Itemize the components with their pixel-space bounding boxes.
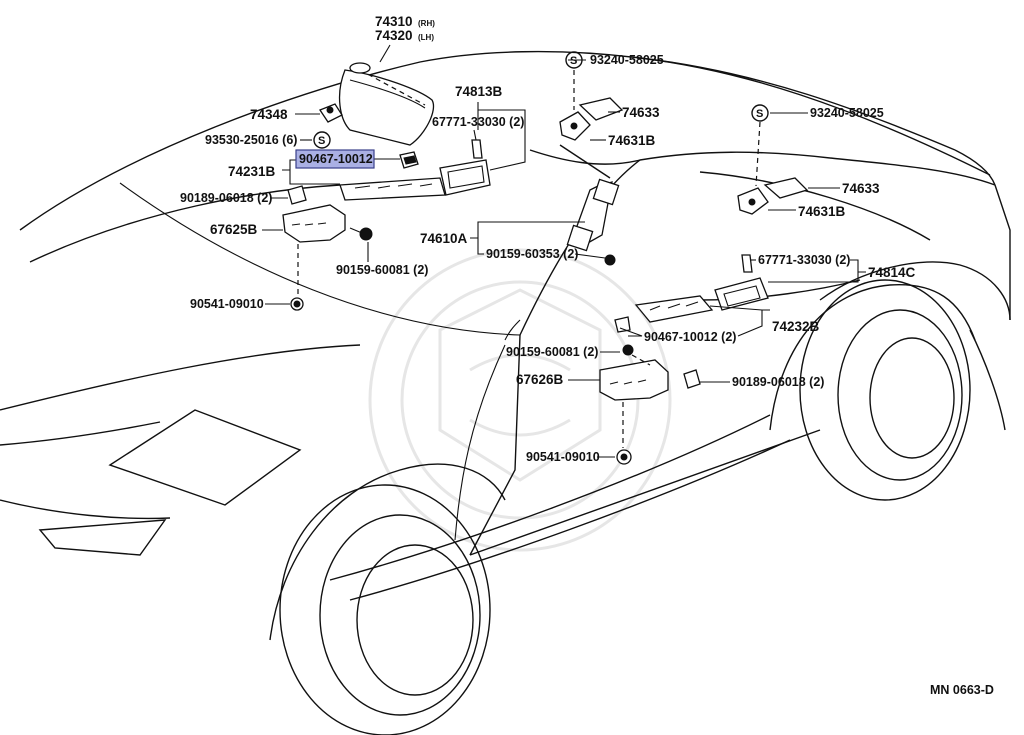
label-90541-09010-left[interactable]: 90541-09010: [190, 297, 264, 311]
visor-holder-74348[interactable]: [319, 103, 343, 123]
label-90159-60081-left[interactable]: 90159-60081 (2): [336, 263, 428, 277]
label-74320-side: (LH): [418, 33, 434, 42]
car-body: [0, 50, 1011, 735]
s-symbol-text: S: [318, 135, 325, 147]
map-lamp-74813B[interactable]: [439, 139, 491, 196]
s-symbol-text: S: [570, 55, 577, 67]
console-trim-74231B[interactable]: [339, 177, 446, 201]
label-74232B[interactable]: 74232B: [772, 319, 820, 334]
screw-90159-60081-right[interactable]: [622, 344, 634, 356]
guide-right-screw: [631, 354, 651, 366]
label-74631B-right[interactable]: 74631B: [798, 204, 846, 219]
label-74310-side: (RH): [418, 19, 435, 28]
label-74320[interactable]: 74320: [375, 28, 413, 43]
label-74813B[interactable]: 74813B: [455, 84, 503, 99]
highlight-box: [295, 149, 375, 169]
clip-90467-10012-right[interactable]: [614, 316, 631, 333]
label-93530-25016[interactable]: 93530-25016 (6): [205, 133, 297, 147]
label-74814C[interactable]: 74814C: [868, 265, 916, 280]
sun-visor-74310[interactable]: [338, 62, 435, 146]
label-90159-60353[interactable]: 90159-60353 (2): [486, 247, 578, 261]
leader-lines: [262, 44, 866, 458]
label-74231B[interactable]: 74231B: [228, 164, 276, 179]
s-symbol-left: S: [318, 135, 325, 147]
label-90189-06018-right[interactable]: 90189-06018 (2): [732, 375, 824, 389]
clip-90541-09010-left[interactable]: [290, 297, 304, 311]
screw-93530-s: [313, 131, 331, 149]
label-74348[interactable]: 74348: [250, 107, 288, 122]
assist-grip-74610A[interactable]: [566, 178, 620, 252]
label-67771-33030-left[interactable]: 67771-33030 (2): [432, 115, 524, 129]
part-labels: 74310 (RH) 74320 (LH) 74348 93530-25016 …: [180, 14, 994, 697]
label-67626B[interactable]: 67626B: [516, 372, 564, 387]
s-symbol-right: S: [751, 104, 769, 122]
s-symbol-text: S: [756, 108, 763, 120]
hook-74631B-upper[interactable]: [559, 111, 591, 141]
clip-90541-09010-right[interactable]: [616, 449, 632, 465]
console-trim-74232B[interactable]: [634, 295, 714, 323]
bracket-67626B[interactable]: [599, 359, 701, 401]
hook-74631B-right[interactable]: [737, 187, 769, 215]
label-90159-60081-right[interactable]: 90159-60081 (2): [506, 345, 598, 359]
label-90189-06018-left[interactable]: 90189-06018 (2): [180, 191, 272, 205]
label-90467-10012-highlighted[interactable]: 90467-10012: [299, 152, 373, 166]
screw-90159-60081-left[interactable]: [349, 227, 373, 241]
label-93240-58025-upper[interactable]: 93240-58025: [590, 53, 664, 67]
watermark-emblem: [368, 248, 672, 552]
label-74633-upper[interactable]: 74633: [622, 105, 660, 120]
guide-right-s: [755, 121, 761, 187]
label-74633-right[interactable]: 74633: [842, 181, 880, 196]
screw-90159-60353[interactable]: [604, 254, 616, 266]
clip-90467-10012-left[interactable]: [399, 151, 419, 169]
label-74610A[interactable]: 74610A: [420, 231, 468, 246]
label-90467-10012-right[interactable]: 90467-10012 (2): [644, 330, 736, 344]
label-90541-09010-right[interactable]: 90541-09010: [526, 450, 600, 464]
cover-74633-right[interactable]: [763, 177, 809, 199]
map-lamp-74814C[interactable]: [714, 254, 769, 311]
label-74310[interactable]: 74310: [375, 14, 413, 29]
cover-74633-upper[interactable]: [578, 97, 624, 121]
bracket-67625B[interactable]: [282, 185, 346, 243]
label-67625B[interactable]: 67625B: [210, 222, 258, 237]
label-93240-58025-right[interactable]: 93240-58025: [810, 106, 884, 120]
label-67771-33030-right[interactable]: 67771-33030 (2): [758, 253, 850, 267]
label-74631B-upper[interactable]: 74631B: [608, 133, 656, 148]
s-symbol-upper: S: [565, 51, 583, 69]
doc-code: MN 0663-D: [930, 683, 994, 697]
